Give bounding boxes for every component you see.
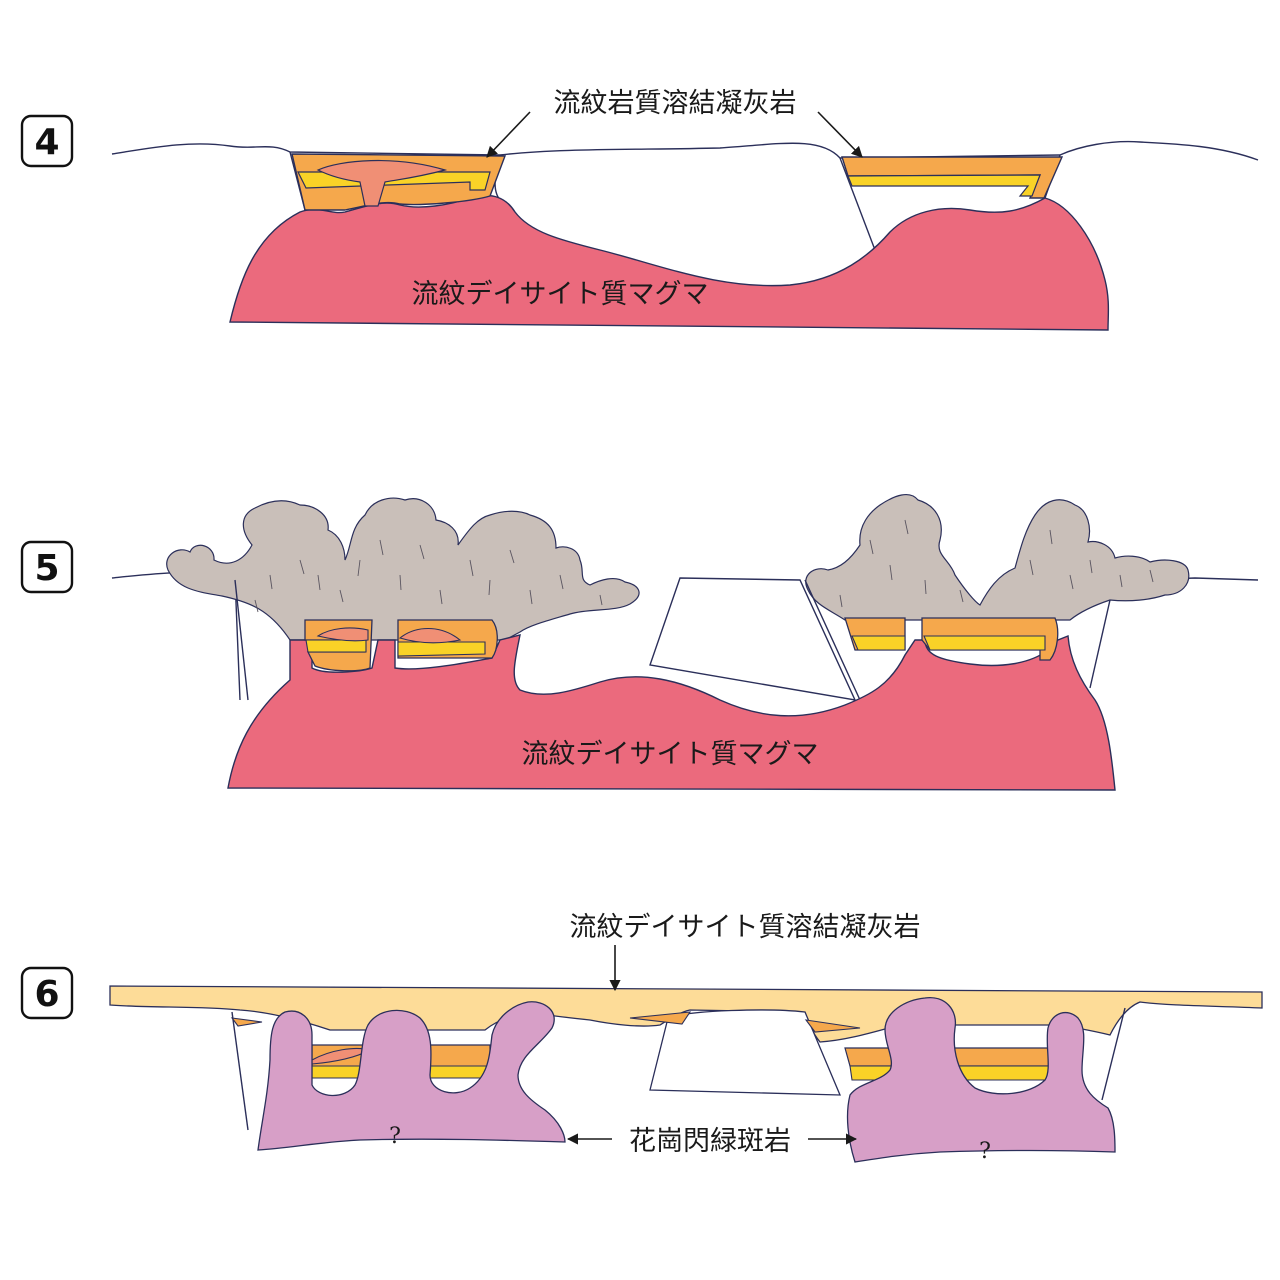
stage-5-wall-center-right (804, 579, 861, 701)
stage-6-wedge-3 (804, 1019, 861, 1033)
stage-5-number-badge: 5 (20, 540, 74, 594)
stage-6-number: 6 (34, 974, 59, 1015)
stage-4-tuff-yellow-right (847, 174, 1041, 197)
stage-5-lens-1 (316, 627, 369, 642)
stage-5-panel: 5 (20, 493, 1259, 791)
stage-6-granodiorite-left (257, 1001, 566, 1151)
stage-5-ash-texture (254, 519, 1154, 613)
stage-5-ash-cloud-left (166, 497, 640, 641)
stage-6-qmark-right: ? (979, 1139, 991, 1164)
stage-4-magma-label: 流紋デイサイト質マグマ (412, 279, 709, 310)
stage-6-granodiorite-label: 花崗閃緑斑岩 (629, 1126, 791, 1157)
stage-4-caldera-wall-center-right (839, 157, 876, 251)
stage-6-granodiorite-right (846, 997, 1116, 1163)
stage-6-panel: 6 ? ? 流紋デイサイト質溶結凝灰岩 花崗閃緑斑岩 (20, 912, 1263, 1164)
stage-6-wedge-2 (629, 1011, 692, 1025)
stage-6-tuff-label: 流紋デイサイト質溶結凝灰岩 (570, 912, 921, 943)
stage-6-qmark-left: ? (389, 1124, 401, 1149)
stage-4-panel: 4 流紋岩質溶結凝灰岩 流紋デイサイト質マグマ (20, 88, 1259, 331)
stage-5-lens-2 (398, 628, 462, 644)
stage-5-wall-left (234, 579, 249, 701)
stage-5-wall-right (1089, 599, 1111, 689)
stage-5-yellow-3 (851, 635, 906, 651)
stage-5-yellow-4 (923, 635, 1046, 651)
stage-5-ash-cloud-right (805, 493, 1190, 621)
stage-4-arrow-right (817, 111, 863, 158)
stage-5-number: 5 (34, 548, 59, 589)
stage-6-wedge-1 (230, 1017, 263, 1027)
stage-4-tuff-label: 流紋岩質溶結凝灰岩 (554, 88, 797, 119)
stage-4-magma-body (229, 194, 1110, 331)
stage-5-yellow-1 (305, 639, 367, 653)
stage-5-magma-label: 流紋デイサイト質マグマ (522, 739, 819, 770)
stage-5-yellow-2 (397, 641, 486, 657)
stage-4-arrow-left (486, 111, 531, 158)
stage-4-number-badge: 4 (20, 114, 74, 168)
stage-4-lens-left (316, 159, 448, 207)
stage-6-wall-right (1101, 1007, 1126, 1101)
stage-4-surface-line (111, 140, 1259, 161)
stage-6-wall-left (231, 1011, 249, 1131)
stage-5-central-block (649, 577, 857, 701)
stage-6-number-badge: 6 (20, 966, 74, 1020)
stage-4-number: 4 (34, 122, 59, 163)
